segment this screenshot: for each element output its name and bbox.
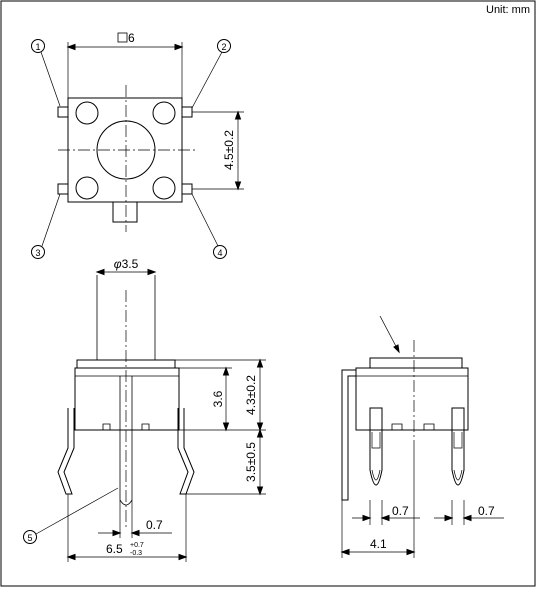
height-dim-text: 4.5±0.2	[222, 130, 236, 170]
marker-circle-3	[31, 245, 45, 259]
top-view-hole-1	[75, 101, 99, 125]
pin-07-left-text: 0.7	[146, 518, 163, 532]
diameter-dim-text: φ3.5	[114, 257, 139, 271]
side-view-right-pin	[451, 407, 465, 486]
pin-07-right-text: 0.7	[478, 504, 495, 518]
top-view-pin-1	[57, 106, 69, 118]
dim-36-text: 3.6	[211, 390, 225, 407]
top-view	[31, 32, 244, 259]
marker-circle-4	[213, 245, 227, 259]
square-dim-text: 6	[128, 31, 135, 45]
top-view-pin-2	[181, 106, 193, 118]
dim-43-text: 4.3±0.2	[244, 375, 258, 415]
side-view-left-pin	[369, 407, 383, 486]
marker-circle-5	[23, 530, 37, 544]
front-view-right-lead	[177, 408, 195, 495]
marker-label-4: 4	[217, 248, 222, 258]
pin-07-mid-text: 0.7	[392, 504, 409, 518]
top-view-hole-4	[152, 176, 176, 200]
top-view-tab	[112, 202, 138, 223]
marker-circle-2	[217, 39, 231, 53]
dim-41-text: 4.1	[370, 537, 387, 551]
dim-35-text: 3.5±0.5	[244, 442, 258, 482]
tol-up-text: +0.7	[130, 542, 144, 549]
top-view-pin-3	[57, 183, 69, 195]
front-view-left-lead	[57, 408, 75, 495]
marker-label-1: 1	[35, 42, 40, 52]
marker-circle-1	[31, 39, 45, 53]
top-view-pin-4	[181, 183, 193, 195]
marker-label-3: 3	[35, 248, 40, 258]
front-view-body	[74, 367, 180, 431]
width-65-text: 6.5	[106, 542, 123, 556]
unit-label: Unit: mm	[486, 4, 530, 16]
side-view-cap	[369, 357, 463, 368]
marker-label-5: 5	[27, 533, 32, 543]
side-view-frame	[341, 369, 356, 501]
tol-down-text: -0.3	[130, 550, 142, 557]
top-view-hole-2	[152, 101, 176, 125]
side-view	[340, 315, 504, 558]
square-symbol	[117, 32, 128, 43]
front-view	[23, 268, 266, 562]
top-view-hole-3	[75, 176, 99, 200]
side-view-body	[355, 367, 469, 431]
marker-label-2: 2	[221, 42, 226, 52]
